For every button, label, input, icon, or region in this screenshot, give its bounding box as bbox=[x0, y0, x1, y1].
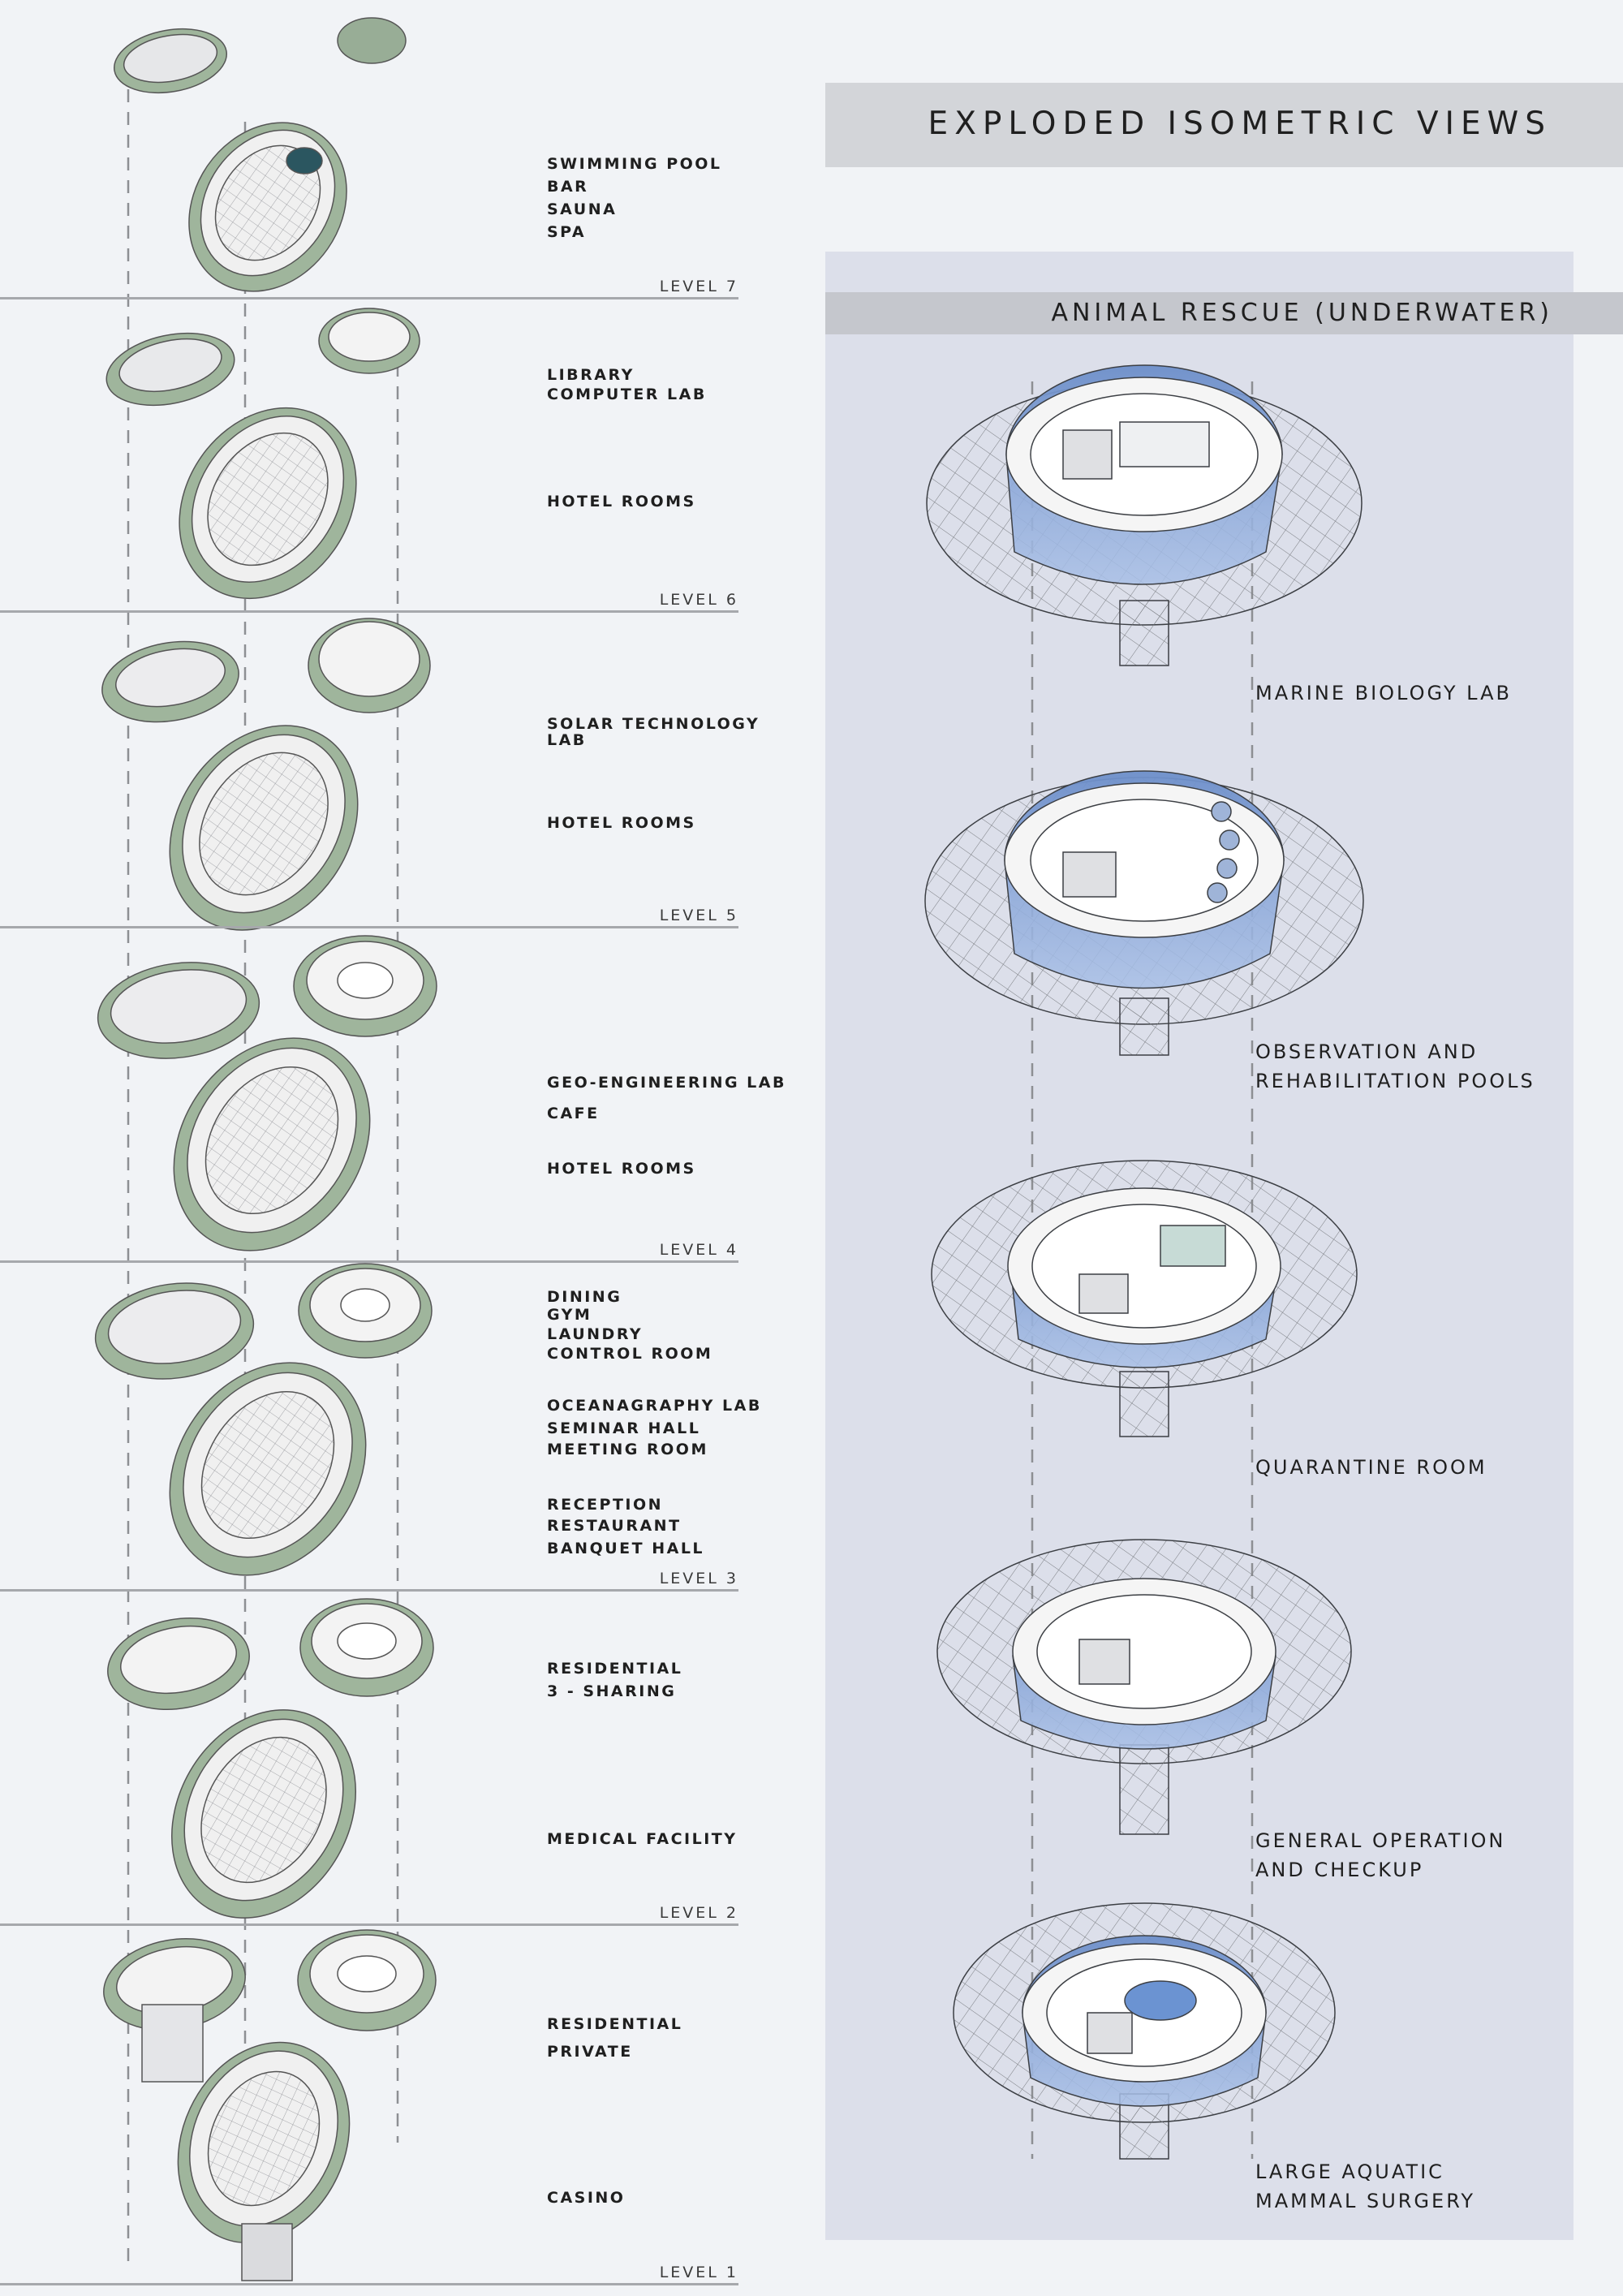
program-label: RESIDENTIAL bbox=[547, 1660, 683, 1678]
level-divider bbox=[0, 610, 738, 613]
program-label: HOTEL ROOMS bbox=[547, 493, 696, 510]
program-label: MEETING ROOM bbox=[547, 1441, 708, 1458]
program-label: SEMINAR HALL bbox=[547, 1419, 701, 1437]
program-label: LIBRARY bbox=[547, 366, 635, 384]
program-label: OCEANAGRAPHY LAB bbox=[547, 1397, 762, 1415]
rescue-label: REHABILITATION POOLS bbox=[1255, 1070, 1535, 1092]
program-label: SOLAR TECHNOLOGY bbox=[547, 715, 760, 733]
rescue-label: MAMMAL SURGERY bbox=[1255, 2190, 1475, 2212]
program-label: BAR bbox=[547, 178, 589, 196]
level-divider bbox=[0, 1923, 738, 1926]
program-label: GYM bbox=[547, 1306, 592, 1324]
level-divider bbox=[0, 926, 738, 928]
level-label: LEVEL 7 bbox=[659, 278, 738, 295]
rescue-label: OBSERVATION AND bbox=[1255, 1040, 1479, 1063]
program-label: HOTEL ROOMS bbox=[547, 814, 696, 832]
rescue-label: GENERAL OPERATION bbox=[1255, 1829, 1506, 1852]
level-divider bbox=[0, 297, 738, 299]
rescue-label: AND CHECKUP bbox=[1255, 1859, 1424, 1881]
program-label: SWIMMING POOL bbox=[547, 155, 722, 173]
section-subtitle: ANIMAL RESCUE (UNDERWATER) bbox=[1051, 299, 1553, 327]
program-label: BANQUET HALL bbox=[547, 1540, 705, 1557]
level-label: LEVEL 3 bbox=[659, 1570, 738, 1587]
program-label: SAUNA bbox=[547, 200, 618, 218]
program-label: PRIVATE bbox=[547, 2043, 633, 2061]
rescue-label: QUARANTINE ROOM bbox=[1255, 1456, 1487, 1479]
level-label: LEVEL 4 bbox=[659, 1241, 738, 1259]
subtitle-bar bbox=[825, 292, 1623, 334]
program-label: RECEPTION bbox=[547, 1496, 664, 1514]
level-label: LEVEL 2 bbox=[659, 1904, 738, 1922]
program-label: DINING bbox=[547, 1288, 622, 1306]
level-divider bbox=[0, 1260, 738, 1263]
rescue-label: LARGE AQUATIC bbox=[1255, 2160, 1444, 2183]
program-label: CONTROL ROOM bbox=[547, 1345, 713, 1363]
level-divider bbox=[0, 2283, 738, 2285]
program-label: RESTAURANT bbox=[547, 1517, 682, 1535]
program-label: LAUNDRY bbox=[547, 1325, 644, 1343]
program-label: HOTEL ROOMS bbox=[547, 1160, 696, 1178]
title-bar bbox=[825, 83, 1623, 167]
level-label: LEVEL 5 bbox=[659, 907, 738, 924]
level-label: LEVEL 6 bbox=[659, 591, 738, 609]
program-label: SPA bbox=[547, 223, 587, 241]
level-label: LEVEL 1 bbox=[659, 2264, 738, 2281]
level-divider bbox=[0, 1589, 738, 1592]
program-label: CASINO bbox=[547, 2189, 626, 2207]
page-title: EXPLODED ISOMETRIC VIEWS bbox=[928, 106, 1552, 142]
program-label: CAFE bbox=[547, 1105, 600, 1122]
program-label: RESIDENTIAL bbox=[547, 2015, 683, 2033]
program-label: LAB bbox=[547, 731, 587, 749]
program-label: MEDICAL FACILITY bbox=[547, 1830, 738, 1848]
program-label: COMPUTER LAB bbox=[547, 386, 707, 403]
program-label: 3 - SHARING bbox=[547, 1682, 677, 1700]
rescue-label: MARINE BIOLOGY LAB bbox=[1255, 682, 1512, 704]
program-label: GEO-ENGINEERING LAB bbox=[547, 1074, 786, 1092]
